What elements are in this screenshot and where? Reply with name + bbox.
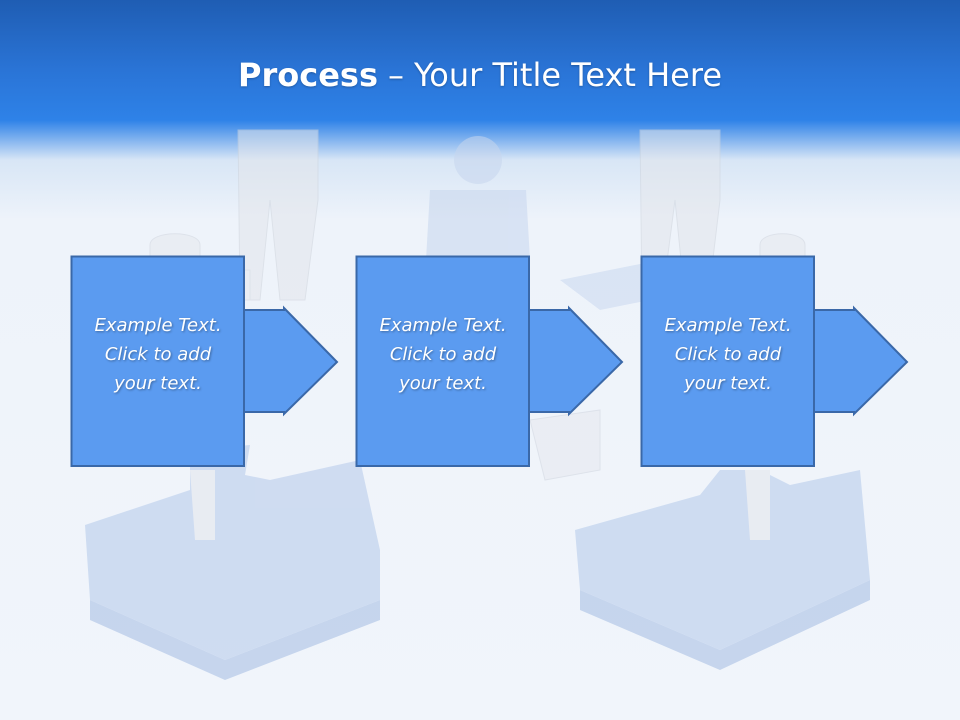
step-2-box-arrow-shape: [355, 255, 624, 467]
step-1-text[interactable]: Example Text. Click to add your text.: [75, 311, 241, 398]
step-3-line-1: Example Text.: [664, 315, 792, 336]
step-1-line-3: your text.: [114, 373, 202, 394]
step-2-line-3: your text.: [399, 373, 487, 394]
step-3-text[interactable]: Example Text. Click to add your text.: [645, 311, 811, 398]
process-step-1[interactable]: Example Text. Click to add your text.: [70, 255, 341, 468]
step-1-box-arrow-shape: [70, 255, 339, 467]
process-step-3[interactable]: Example Text. Click to add your text.: [640, 255, 911, 468]
step-2-line-1: Example Text.: [379, 315, 507, 336]
process-step-2[interactable]: Example Text. Click to add your text.: [355, 255, 626, 468]
step-1-line-2: Click to add: [104, 344, 212, 365]
step-3-box-arrow-shape: [640, 255, 909, 467]
title-bold-text: Process: [238, 56, 378, 94]
slide-title[interactable]: Process – Your Title Text Here: [0, 40, 960, 110]
step-1-line-1: Example Text.: [94, 315, 222, 336]
step-2-line-2: Click to add: [389, 344, 497, 365]
step-3-line-3: your text.: [684, 373, 772, 394]
title-rest-text: Your Title Text Here: [413, 56, 722, 94]
step-2-text[interactable]: Example Text. Click to add your text.: [360, 311, 526, 398]
step-3-line-2: Click to add: [674, 344, 782, 365]
title-separator: –: [387, 56, 404, 94]
